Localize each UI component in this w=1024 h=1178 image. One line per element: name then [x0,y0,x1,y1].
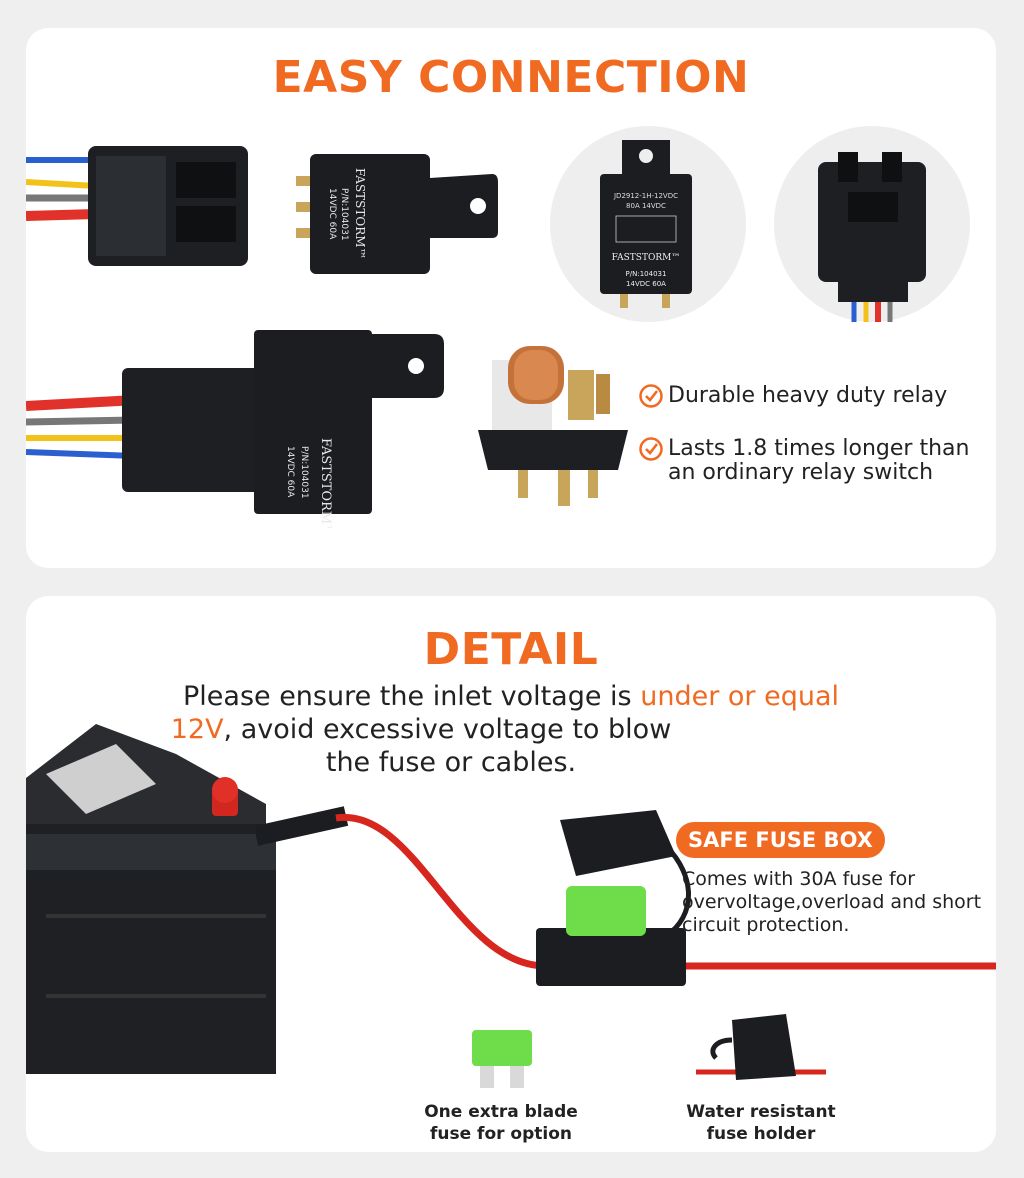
feature-longer-life-text-1: Lasts 1.8 times longer than [668,436,970,461]
relay-image-closeup: JD2912-1H-12VDC 80A 14VDC FASTSTORM™ P/N… [600,140,692,308]
intro-line-3: the fuse or cables. [325,747,577,778]
intro-accent-2: 12V [170,714,224,745]
relay-rating-label: 14VDC 60A [327,188,337,240]
intro-accent-1: under or equal [640,681,839,712]
car-battery-image [26,724,276,1074]
easy-connection-panel: EASY CONNECTION FASTSTORM™ P/N:104031 14… [26,28,996,568]
relay-brand-label: FASTSTORM™ [353,168,367,260]
relay-rating-label-closeup: 14VDC 60A [626,280,666,288]
relay-model-rating-label: 80A 14VDC [626,202,666,210]
easy-connection-title: EASY CONNECTION [272,52,750,103]
relay-socket-image [818,152,926,322]
intro-line-1: Please ensure the inlet voltage is [183,681,641,712]
assembly-brand-label: FASTSTORM™ [318,438,333,528]
fuse-green-blade [566,886,646,936]
spare-blade-fuse-image [472,1030,532,1088]
holder-caption-line-1: Water resistant [686,1102,836,1122]
assembly-rating-label: 14VDC 60A [285,446,295,498]
holder-caption: Water resistant fuse holder [666,1101,856,1145]
relay-socket-with-wires-image [26,146,248,266]
relay-image-front: FASTSTORM™ P/N:104031 14VDC 60A [296,154,498,274]
relay-part-label: P/N:104031 [339,188,349,241]
assembly-part-label: P/N:104031 [299,446,309,499]
detail-title: DETAIL [423,624,599,675]
spare-fuse-caption-line-1: One extra blade [424,1102,578,1122]
spare-fuse-caption: One extra blade fuse for option [406,1101,596,1145]
fuse-description: Comes with 30A fuse for overvoltage,over… [682,868,982,936]
safe-fuse-box-badge: SAFE FUSE BOX [676,822,885,858]
check-circle-icon [639,437,663,461]
check-circle-icon [639,384,663,408]
relay-brand-label-closeup: FASTSTORM™ [612,253,681,263]
fuse-wiring-image [256,806,996,986]
intro-line-2: , avoid excessive voltage to blow [223,714,672,745]
relay-part-label-closeup: P/N:104031 [626,270,667,278]
relay-internal-coil-image [478,346,628,506]
relay-assembly-image: FASTSTORM™ P/N:104031 14VDC 60A [26,330,444,528]
voltage-warning-text: Please ensure the inlet voltage is under… [26,680,996,779]
feature-longer-life-text-2: an ordinary relay switch [668,460,934,485]
feature-durable-text: Durable heavy duty relay [668,383,948,408]
spare-fuse-caption-line-2: fuse for option [429,1124,573,1144]
holder-caption-line-2: fuse holder [706,1124,816,1144]
relay-model-label: JD2912-1H-12VDC [613,192,678,200]
water-resistant-holder-image [696,1014,826,1080]
detail-panel: DETAIL Please ensure the inlet voltage i… [26,596,996,1152]
